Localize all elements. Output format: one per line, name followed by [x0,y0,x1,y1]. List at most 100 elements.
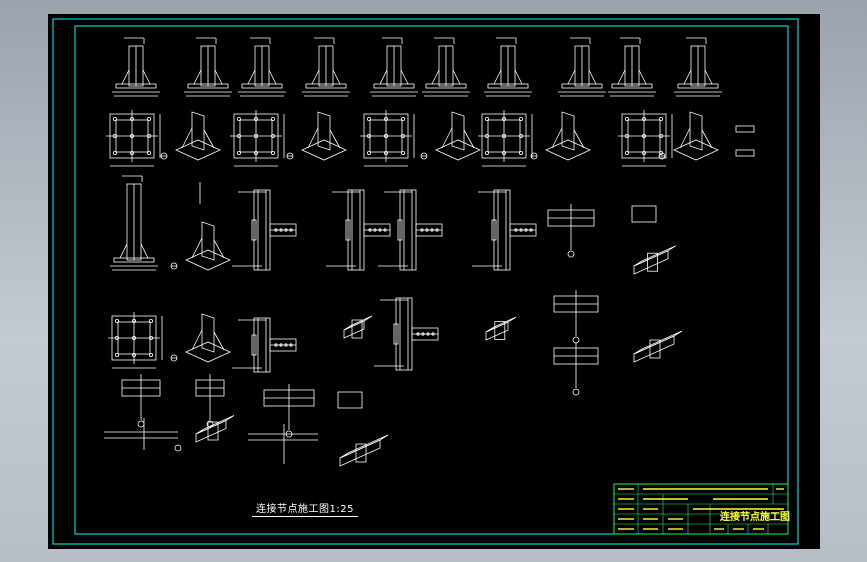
stiffener-right [268,69,277,85]
stiffener-left [567,69,576,85]
isometric-beam [633,330,683,363]
column-base-elevation [422,37,470,97]
isometric-beam [195,415,235,443]
anchor-bolt [625,150,630,155]
stiffener-right [332,69,341,85]
bolt-hole [378,228,382,232]
iso-column [451,111,465,151]
iso-plate [185,249,231,271]
anchor-bolt [501,134,506,139]
section-mark-icon [174,444,182,452]
iso-splice-plate [494,321,506,341]
drawing-caption: 连接节点施工图1:25 [256,504,354,515]
stiffener-left [683,69,692,85]
beam-splice-elevation [121,374,161,428]
bolt-hole [425,228,429,232]
iso-column [201,313,215,353]
anchor-bolt [132,335,137,340]
iso-stiffener [213,239,225,259]
iso-column [201,221,215,261]
bolt-hole [430,228,434,232]
anchor-bolt [132,318,137,323]
anchor-bolt [659,117,664,122]
iso-beam-flange [343,315,373,331]
iso-stiffener [191,237,203,259]
iso-stiffener [181,127,193,149]
bolt-hole [426,332,430,336]
column-base-elevation [184,37,232,97]
anchor-bolt [484,117,489,122]
iso-splice-plate [649,339,661,359]
beam-column-joint [232,317,297,373]
beam-column-joint [374,297,439,371]
column-base-elevation [238,37,286,97]
column-base-elevation [558,37,606,97]
bolt-hole [416,332,420,336]
bolt-hole [284,343,288,347]
iso-plate [175,139,221,161]
anchor-bolt [253,134,258,139]
anchor-bolt [400,150,405,155]
iso-stiffener [203,129,215,149]
iso-beam-flange [195,415,235,435]
anchor-bolt [149,352,154,357]
anchor-bolt [115,335,120,340]
anchor-bolt [253,117,258,122]
anchor-bolt [236,134,241,139]
beam-splice-elevation [553,342,599,396]
anchor-bolt [383,150,388,155]
isometric-column-base [170,313,231,363]
anchor-bolt [366,150,371,155]
title-block-fine-text [618,488,784,530]
bolt-hole [373,228,377,232]
iso-beam-flange [485,316,517,333]
bolt-hole [368,228,372,232]
small-detail [337,391,363,409]
sheet-title: 连接节点施工图 [720,512,790,523]
isometric-column-base [170,221,231,271]
iso-plate [545,139,591,161]
stiffener-right [638,69,647,85]
iso-splice-plate [355,443,367,463]
iso-column [561,111,575,151]
base-plate [113,257,155,263]
anchor-bolt [484,134,489,139]
iso-splice-plate [351,319,363,339]
anchor-bolt [130,134,135,139]
anchor-bolt [147,150,152,155]
iso-beam-flange [633,330,683,355]
end-plate [397,219,403,241]
anchor-bolt [149,335,154,340]
base-plate [677,83,719,89]
iso-stiffener [679,127,691,149]
anchor-bolt [113,117,118,122]
beam-splice-elevation [547,204,595,258]
anchor-bolt [236,117,241,122]
stiffener-left [119,243,128,259]
column-base-elevation [112,37,160,97]
iso-column [317,111,331,151]
anchor-bolt [501,117,506,122]
iso-column [191,111,205,151]
bolt-hole [279,228,283,232]
cad-drawing-area[interactable]: 连接节点施工图1:25 连接节点施工图 [48,14,820,549]
row1b-plan-details [106,110,755,167]
end-plate [251,219,257,241]
isometric-column-base [658,111,719,161]
anchor-bolt [484,150,489,155]
stiffener-left [617,69,626,85]
base-plate [611,83,653,89]
anchor-bolt [130,150,135,155]
anchor-bolt [642,134,647,139]
anchor-bolt [642,117,647,122]
beam-column-joint [378,189,443,271]
anchor-bolt [501,150,506,155]
stiffener-left [121,69,130,85]
iso-stiffener [551,127,563,149]
iso-beam-web [343,320,365,339]
anchor-bolt [132,352,137,357]
small-section [735,125,755,133]
anchor-bolt [270,117,275,122]
bolt-hole [284,228,288,232]
iso-stiffener [573,129,585,149]
